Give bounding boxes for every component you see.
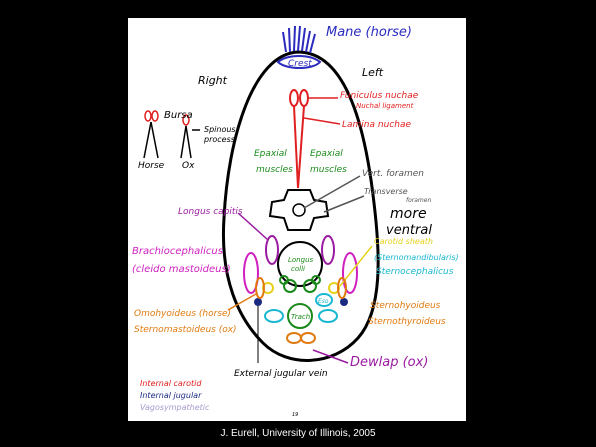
nuchal-ligament-label: Nuchal ligament <box>356 102 414 110</box>
sternohyoideus-left <box>287 333 301 343</box>
epaxial-left-2: muscles <box>256 165 293 175</box>
transverse-foramen-label-2: foramen <box>406 197 431 204</box>
vert-foramen-pointer <box>304 176 360 208</box>
spinous-label-2: process <box>203 135 235 144</box>
funiculus-right <box>300 90 308 106</box>
left-label: Left <box>362 66 384 79</box>
longus-capitis-label: Longus capitis <box>178 207 243 217</box>
sternohyoideus-right <box>301 333 315 343</box>
longus-colli-shapes <box>280 276 320 292</box>
page-number: 19 <box>292 412 298 418</box>
transverse-foramen-label-1: Transverse <box>364 187 408 196</box>
epaxial-left-1: Epaxial <box>254 149 287 159</box>
more-ventral-label-2: ventral <box>386 223 432 238</box>
esophagus-label: Eso <box>318 298 329 305</box>
lamina-pointer <box>304 118 340 124</box>
more-ventral-label-1: more <box>390 206 427 222</box>
neck-cross-section-diagram: Eso Trach Mane ( <box>128 18 466 421</box>
mane-label: Mane (horse) <box>326 25 412 40</box>
right-label: Right <box>198 74 228 87</box>
vagosympathetic-label: Vagosympathetic <box>140 403 210 412</box>
mane-strokes <box>283 26 315 53</box>
carotid-sheath-label: Carotid sheath <box>374 237 433 246</box>
credit-text: J. Eurell, University of Illinois, 2005 <box>0 428 596 439</box>
cleido-mastoideus-label: (cleido mastoideus) <box>132 264 231 275</box>
transverse-foramen-pointer <box>324 196 364 212</box>
diagram-panel: Eso Trach Mane ( <box>128 18 466 421</box>
sternocephalicus-left <box>265 310 283 322</box>
sternomastoideus-label: Sternomastoideus (ox) <box>134 325 237 335</box>
omohyoideus-label: Omohyoideus (horse) <box>134 309 231 319</box>
longus-colli-region <box>278 242 322 286</box>
ox-label: Ox <box>182 161 195 171</box>
internal-carotid-label: Internal carotid <box>140 379 202 388</box>
spinous-label-1: Spinous <box>204 125 236 134</box>
vertebra <box>270 190 328 230</box>
lamina-nuchae <box>294 106 304 188</box>
sternocephalicus-right <box>319 310 337 322</box>
sternomandibularis-label: (Sternomandibularis) <box>374 253 459 262</box>
funiculus-left <box>290 90 298 106</box>
vertebral-foramen <box>293 204 305 216</box>
crest-label: Crest <box>288 59 312 69</box>
bursa-label: Bursa <box>164 110 193 121</box>
longus-colli-label-1: Longus <box>288 256 313 264</box>
vert-foramen-label: Vert. foramen <box>362 169 424 179</box>
horse-bursa-sketch <box>144 111 158 158</box>
brachiocephalicus-label: Brachiocephalicus <box>132 246 223 257</box>
jugular-left <box>254 298 262 306</box>
ox-bursa-sketch <box>181 115 200 158</box>
longus-colli-label-2: colli <box>291 265 305 273</box>
external-jugular-label: External jugular vein <box>234 369 328 379</box>
trachea-label: Trach <box>291 313 310 321</box>
longus-capitis-pointer <box>238 213 268 240</box>
longus-capitis-right <box>322 236 334 264</box>
jugular-right <box>340 298 348 306</box>
horse-label: Horse <box>138 161 165 171</box>
sternothyroideus-label: Sternothyroideus <box>368 317 446 327</box>
sternohyoideus-label: Sternohyoideus <box>370 301 441 311</box>
sternocephalicus-label: Sternocephalicus <box>376 267 454 277</box>
funiculus-label: Funiculus nuchae <box>340 91 419 101</box>
lamina-label: Lamina nuchae <box>342 120 411 130</box>
internal-jugular-label: Internal jugular <box>140 391 202 400</box>
epaxial-right-1: Epaxial <box>310 149 343 159</box>
dewlap-label: Dewlap (ox) <box>350 355 428 370</box>
epaxial-right-2: muscles <box>310 165 347 175</box>
